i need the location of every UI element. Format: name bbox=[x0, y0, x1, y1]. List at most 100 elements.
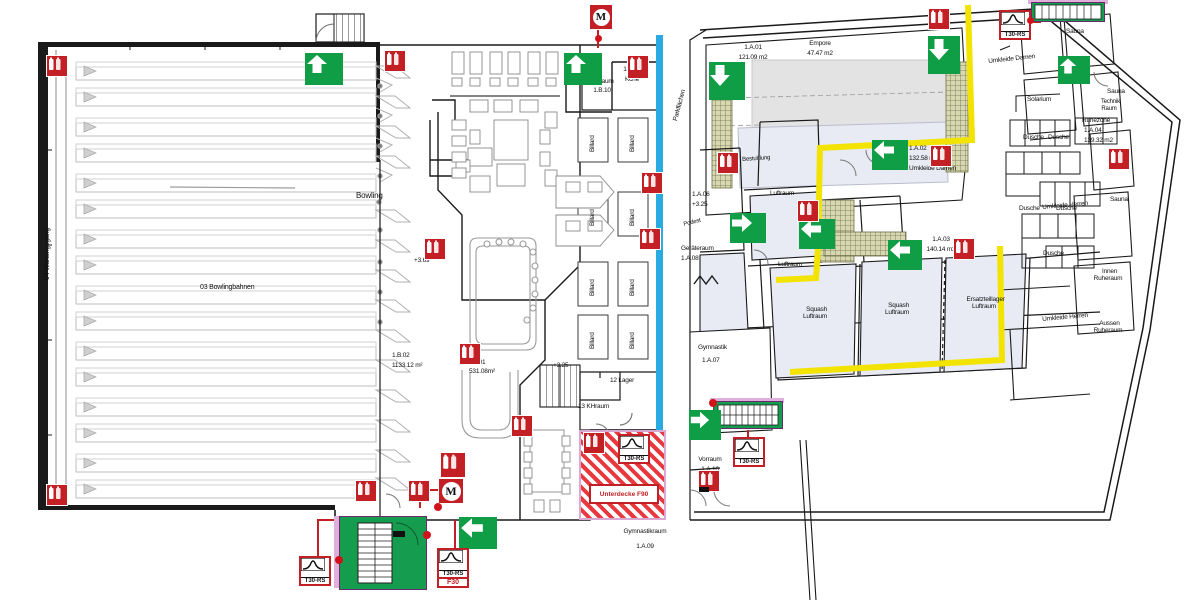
fire-door-label-f30: F30 bbox=[439, 577, 467, 586]
fire-extinguisher-icon bbox=[642, 230, 654, 243]
exit-arrow-left-icon bbox=[890, 241, 910, 259]
door-link-dot-4 bbox=[335, 556, 343, 564]
fire-door-tag-2[interactable]: T30-RS F30 bbox=[437, 548, 469, 588]
room-label-geraeteraum: Geräteraum bbox=[681, 245, 714, 252]
fire-extinguisher-sign-19[interactable] bbox=[1108, 148, 1130, 170]
exit-sign-left-stair-mid[interactable] bbox=[799, 219, 835, 249]
door-link-dot-2 bbox=[434, 503, 442, 511]
stairwell-top-right bbox=[1031, 2, 1105, 22]
fire-door-glyph bbox=[1001, 12, 1029, 31]
room-label-billard-6: Billard bbox=[629, 279, 636, 296]
room-label-kueche: Kche bbox=[624, 76, 639, 83]
door-link-dot-5 bbox=[709, 399, 717, 407]
fire-extinguisher-icon bbox=[933, 147, 945, 160]
fire-extinguisher-sign-9[interactable] bbox=[440, 452, 466, 478]
room-label-sauna-2: Sauna bbox=[1107, 88, 1125, 95]
fire-extinguisher-sign-14[interactable] bbox=[717, 152, 739, 174]
exit-sign-up-restaurant[interactable] bbox=[564, 53, 602, 85]
fire-extinguisher-icon bbox=[630, 57, 642, 70]
exit-arrow-left-icon bbox=[801, 220, 821, 238]
fire-door-glyph bbox=[439, 550, 467, 570]
fire-extinguisher-sign-18[interactable] bbox=[953, 238, 975, 260]
room-label-dusche-5: Dusche bbox=[1043, 250, 1064, 257]
fire-extinguisher-sign-10[interactable] bbox=[408, 480, 430, 502]
fire-extinguisher-sign-2[interactable] bbox=[384, 50, 406, 72]
exit-arrow-down-icon bbox=[929, 39, 949, 60]
exit-sign-up-bowling[interactable] bbox=[305, 53, 343, 85]
room-label-wartungsgang: 04 Wartungsgang bbox=[44, 228, 51, 280]
fire-extinguisher-icon bbox=[387, 52, 399, 65]
fire-door-tag-3[interactable]: T30-RS bbox=[618, 434, 650, 464]
fire-extinguisher-sign-3[interactable] bbox=[627, 55, 649, 79]
exit-sign-left-squash[interactable] bbox=[888, 240, 922, 270]
fire-door-label: T30-RS bbox=[620, 455, 648, 462]
level-marker-369: +3.69 bbox=[414, 257, 430, 264]
fire-extinguisher-sign-12[interactable] bbox=[583, 432, 605, 454]
room-label-dusche-1: Dusche bbox=[1023, 134, 1044, 141]
fire-door-glyph bbox=[620, 436, 648, 455]
stair-center bbox=[539, 364, 581, 408]
room-label-dusche-2: Dusche bbox=[1048, 134, 1069, 141]
fire-extinguisher-sign-8[interactable] bbox=[511, 415, 533, 437]
fire-extinguisher-sign-4[interactable] bbox=[641, 172, 663, 194]
fire-extinguisher-sign-1[interactable] bbox=[46, 55, 68, 77]
fire-extinguisher-sign-15[interactable] bbox=[797, 200, 819, 222]
fire-extinguisher-sign-6[interactable] bbox=[424, 238, 446, 260]
room-label-billard-4: Billard bbox=[629, 209, 636, 226]
fire-door-tag-5[interactable]: T30-RS bbox=[999, 10, 1031, 40]
fire-extinguisher-sign-20[interactable] bbox=[355, 480, 377, 502]
exit-arrow-right-icon bbox=[690, 411, 710, 429]
room-label-billard-5: Billard bbox=[589, 279, 596, 296]
manual-call-point-2[interactable]: M bbox=[438, 478, 464, 504]
fire-extinguisher-icon bbox=[462, 345, 474, 358]
room-label-empore: Empore bbox=[809, 40, 831, 47]
fire-extinguisher-icon bbox=[514, 417, 526, 430]
fire-extinguisher-sign-17[interactable] bbox=[930, 145, 952, 167]
room-area-mid: 531.08m² bbox=[469, 368, 495, 375]
exit-sign-right-geraeteraum[interactable] bbox=[730, 213, 766, 243]
manual-call-point-1[interactable]: M bbox=[589, 4, 613, 30]
exit-sign-left-umkleide-damen[interactable] bbox=[872, 140, 908, 170]
fire-extinguisher-icon bbox=[956, 240, 968, 253]
exit-arrow-left-icon bbox=[461, 518, 483, 538]
room-label-billard-2: Billard bbox=[629, 135, 636, 152]
exit-sign-up-sauna[interactable] bbox=[1058, 56, 1090, 84]
exit-sign-down-empore-left[interactable] bbox=[709, 62, 745, 100]
room-label-ersatzteillager: Ersatzteillager Luftraum bbox=[966, 295, 1005, 311]
room-label-gymnastik: Gymnastik bbox=[698, 344, 727, 351]
fire-extinguisher-icon bbox=[411, 482, 423, 495]
room-label-billard-7: Billard bbox=[589, 332, 596, 349]
fire-door-icon bbox=[1001, 12, 1025, 25]
fire-door-label: T30-RS bbox=[735, 458, 763, 465]
fire-extinguisher-sign-16[interactable] bbox=[928, 8, 950, 30]
room-label-technik: Technik Raum bbox=[1100, 99, 1120, 113]
room-code-1a09: 1.A.09 bbox=[636, 543, 654, 550]
exit-sign-left-treppenraum[interactable] bbox=[459, 517, 497, 549]
exit-arrow-left-icon bbox=[874, 141, 894, 159]
room-area-1b02: 1133.12 m² bbox=[392, 362, 423, 369]
exit-sign-right-vorraum-a10[interactable] bbox=[689, 410, 721, 440]
fire-extinguisher-sign-5[interactable] bbox=[639, 228, 661, 250]
fire-door-tag-4[interactable]: T30-RS bbox=[733, 437, 765, 467]
room-label-aussen-ruheraum: Aussen Ruheraum bbox=[1093, 319, 1123, 335]
fire-extinguisher-sign-13[interactable] bbox=[698, 470, 720, 492]
fire-door-icon bbox=[735, 439, 759, 452]
fire-door-glyph bbox=[301, 558, 329, 577]
room-label-dusche-3: Dusche bbox=[1019, 205, 1040, 212]
room-label-sauna-3: Sauna bbox=[1110, 196, 1128, 203]
fire-extinguisher-icon bbox=[443, 454, 457, 469]
fire-extinguisher-sign-11[interactable] bbox=[46, 484, 68, 506]
room-label-sauna-1: Sauna bbox=[1066, 28, 1084, 35]
room-label-vorraum-b10: Vorraum bbox=[586, 78, 618, 86]
fire-door-icon bbox=[439, 550, 463, 563]
door-link-dot-6 bbox=[1027, 17, 1034, 24]
fire-door-tag-1[interactable]: T30-RS bbox=[299, 556, 331, 586]
room-label-a02: Umkleide Damen bbox=[909, 165, 957, 172]
room-code-1a02: 1.A.02 bbox=[909, 145, 927, 152]
fire-extinguisher-sign-7[interactable] bbox=[459, 343, 481, 365]
exit-sign-down-empore-right[interactable] bbox=[928, 36, 960, 74]
room-code-1a08: 1.A.08 bbox=[681, 255, 699, 262]
fire-extinguisher-icon bbox=[1111, 150, 1123, 163]
gym-walls bbox=[799, 439, 817, 600]
